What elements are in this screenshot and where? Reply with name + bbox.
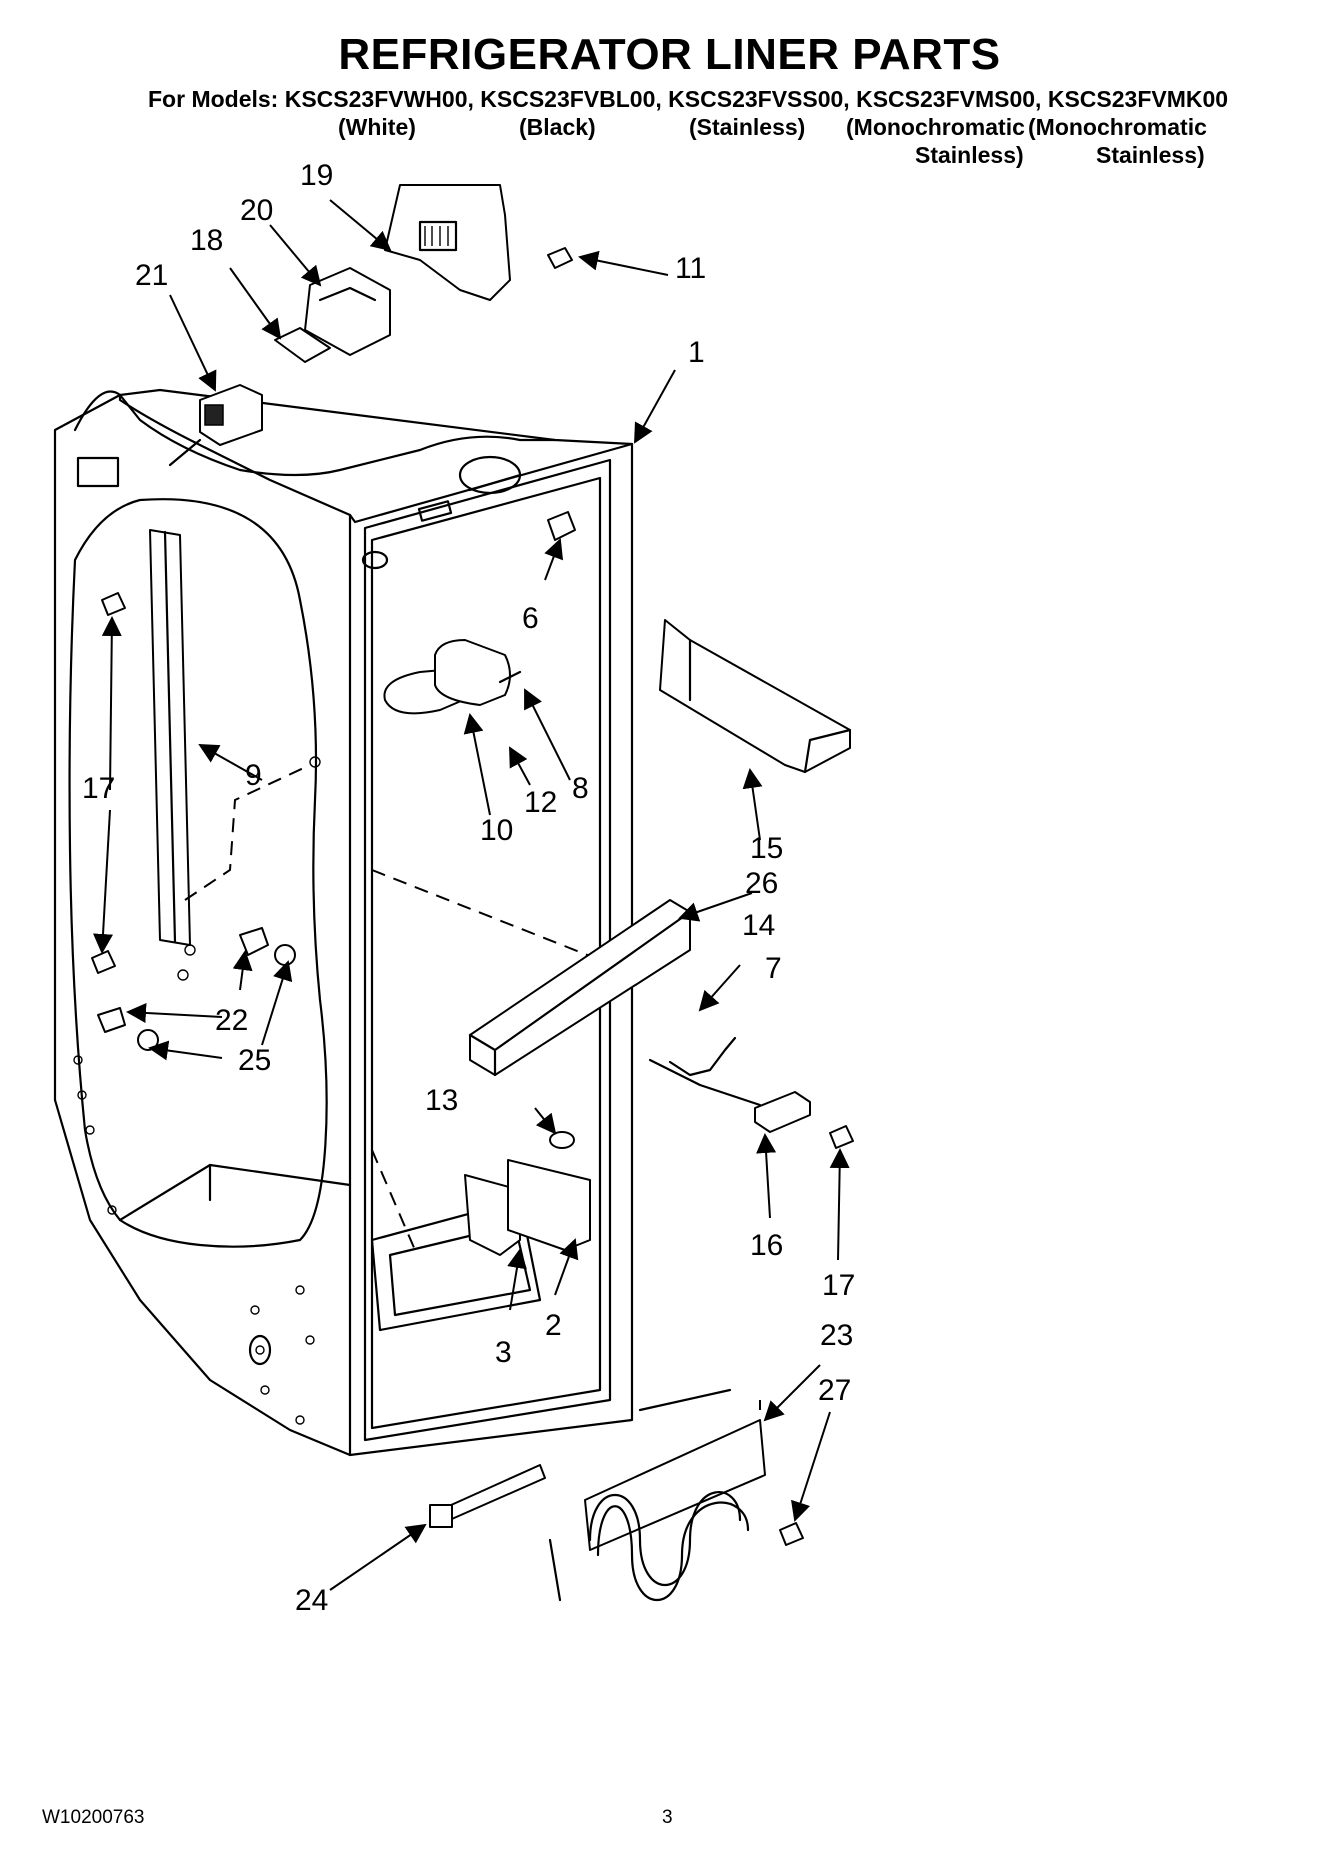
callout-numbers: 1 2 3 6 7 8 9 10 11 12 13 14 15 16 17 17… [82,159,855,1617]
callout-24: 24 [295,1584,328,1617]
callout-15: 15 [750,832,783,865]
callout-14: 14 [742,909,775,942]
grommet [549,1131,575,1149]
callout-18: 18 [190,224,223,257]
page-title: REFRIGERATOR LINER PARTS [338,30,1001,79]
callout-11: 11 [675,252,706,285]
finish-black: (Black) [519,114,596,140]
light-housing [304,267,391,356]
clip [547,511,576,541]
callout-16: 16 [750,1229,783,1262]
finish-stainless: (Stainless) [689,114,806,140]
bulb-sockets [97,927,296,1051]
light-switch [168,384,263,467]
control-module [648,1036,811,1133]
callout-20: 20 [240,194,273,227]
callout-7: 7 [765,952,782,985]
callout-6: 6 [522,602,539,635]
finish-mono2-line2: Stainless) [1096,142,1205,168]
callout-21: 21 [135,259,168,292]
callout-10: 10 [480,814,513,847]
callout-3: 3 [495,1336,512,1369]
wire-tie [429,1464,546,1528]
callout-1: 1 [688,336,705,369]
duct-cover [659,619,852,774]
crossbar [468,899,692,1077]
models-line: For Models: KSCS23FVWH00, KSCS23FVBL00, … [148,86,1229,112]
callout-13: 13 [425,1084,458,1117]
callout-17-left: 17 [82,772,115,805]
gasket [274,327,331,363]
vent-control [383,639,522,715]
callout-26: 26 [745,867,778,900]
light-shield [384,184,511,301]
finish-mono1-line1: (Monochromatic [846,114,1025,140]
leader-lines [93,199,850,1591]
document-number: W10200763 [42,1807,145,1828]
page-number: 3 [662,1807,673,1828]
finish-white: (White) [338,114,416,140]
callout-25: 25 [238,1044,271,1077]
callout-23: 23 [820,1319,853,1352]
callout-8: 8 [572,772,589,805]
callout-2: 2 [545,1309,562,1342]
callout-27: 27 [818,1374,851,1407]
callout-17-right: 17 [822,1269,855,1302]
callout-22: 22 [215,1004,248,1037]
finish-mono1-line2: Stainless) [915,142,1024,168]
callout-9: 9 [245,759,262,792]
liner-cabinet [53,388,634,1457]
callout-12: 12 [524,786,557,819]
evaporator-coil [548,1388,766,1602]
callout-19: 19 [300,159,333,192]
finish-mono2-line1: (Monochromatic [1028,114,1207,140]
screws [91,247,854,1546]
shelf-bracket [149,529,311,946]
